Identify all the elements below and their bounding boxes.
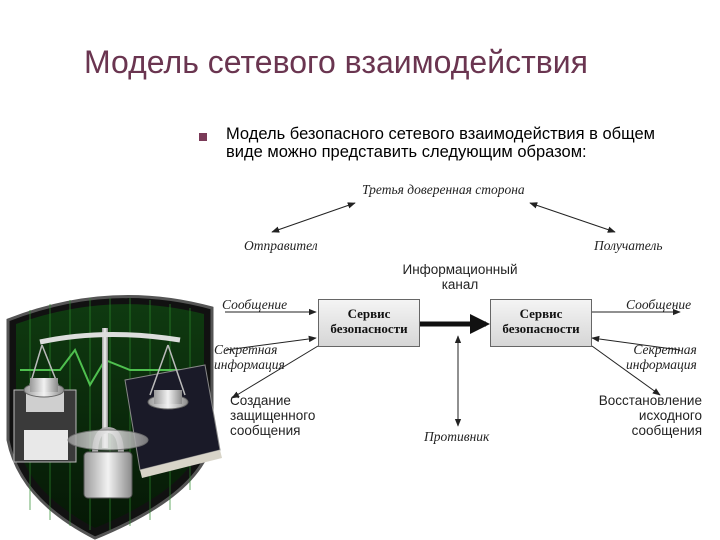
restore-line2: исходного — [638, 408, 702, 423]
right-message-label: Сообщение — [626, 297, 692, 312]
arrow-right-restore — [591, 345, 661, 396]
left-message-label: Сообщение — [222, 297, 288, 312]
security-illustration-icon — [6, 294, 222, 540]
sender-security-service-box: Сервис безопасности — [318, 299, 420, 347]
create-line1: Создание — [230, 393, 291, 408]
arrow-left-secret — [225, 335, 317, 351]
create-line2: защищенного — [230, 408, 316, 423]
bullet-text: Модель безопасного сетевого взаимодейств… — [226, 125, 656, 161]
create-message-label: Создание защищенного сообщения — [230, 393, 315, 438]
left-secret-line1: Секретная — [214, 342, 278, 357]
right-secret-line2: информация — [626, 357, 697, 372]
right-secret-label: Секретная информация — [626, 342, 697, 372]
restore-message-label: Восстановление исходного сообщения — [590, 393, 702, 438]
receiver-box-line1: Сервис — [519, 306, 563, 321]
arrow-right-secret — [591, 335, 681, 351]
receiver-security-service-box: Сервис безопасности — [490, 299, 592, 347]
square-bullet-icon — [199, 133, 207, 141]
receiver-box-line2: безопасности — [502, 321, 580, 336]
arrow-third-party-to-receiver — [529, 202, 616, 233]
receiver-label: Получатель — [594, 238, 663, 253]
arrow-third-party-to-sender — [271, 202, 356, 233]
restore-line3: сообщения — [631, 423, 702, 438]
channel-label-line1: Информационный — [402, 262, 518, 277]
create-line3: сообщения — [230, 423, 301, 438]
left-secret-label: Секретная информация — [214, 342, 285, 372]
adversary-label: Противник — [424, 429, 490, 444]
right-secret-line1: Секретная — [633, 342, 697, 357]
arrow-left-create — [231, 345, 319, 399]
sender-label: Отправител — [244, 238, 318, 253]
restore-line1: Восстановление — [598, 393, 702, 408]
channel-label-line2: канал — [441, 277, 479, 292]
sender-box-line1: Сервис — [347, 306, 391, 321]
left-secret-line2: информация — [214, 357, 285, 372]
slide-title: Модель сетевого взаимодействия — [84, 44, 588, 80]
channel-label: Информационный канал — [398, 262, 522, 292]
third-party-label: Третья доверенная сторона — [362, 182, 525, 197]
sender-box-line2: безопасности — [330, 321, 408, 336]
